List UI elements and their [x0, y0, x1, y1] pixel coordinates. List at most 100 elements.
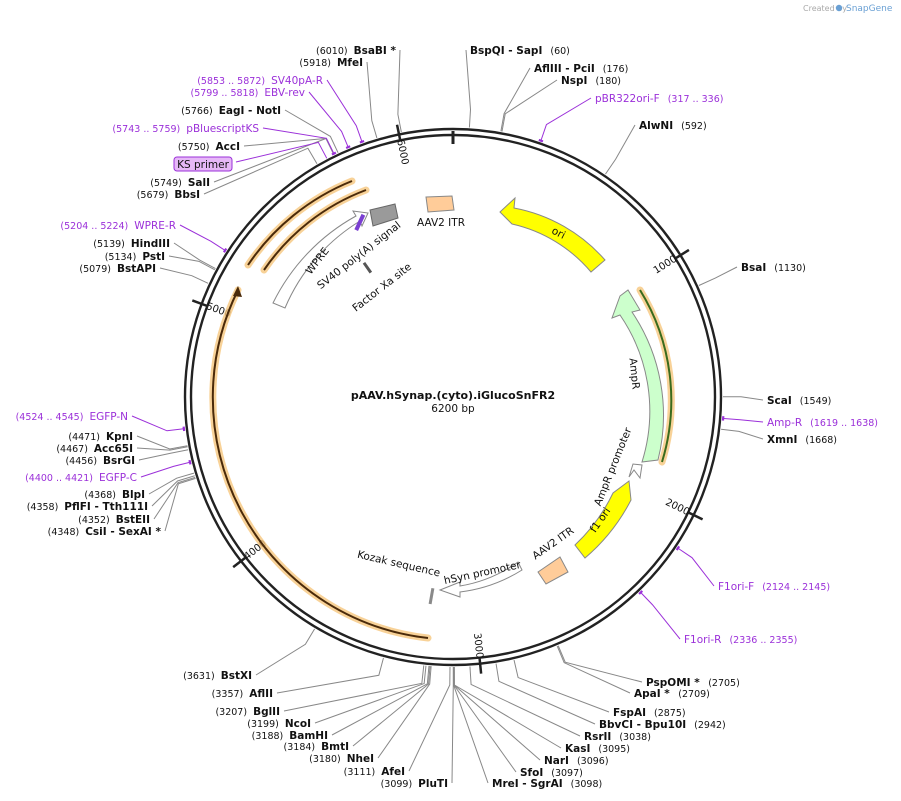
primer-name: SV40pA-R [271, 75, 323, 87]
enzyme-site-fspai[interactable]: FspAI(2875) [613, 707, 686, 719]
enzyme-site-acc65i[interactable]: Acc65I(4467) [56, 443, 133, 455]
upper-orf-inner[interactable] [263, 189, 367, 271]
enzyme-name: BspQI [470, 45, 505, 57]
enzyme-site-nhei[interactable]: NheI(3180) [309, 753, 374, 765]
hsyn-promoter-feature[interactable] [438, 561, 523, 598]
enzyme-site-blpi[interactable]: BlpI(4368) [84, 489, 145, 501]
enzyme-site-kpni[interactable]: KpnI(4471) [68, 431, 133, 443]
ori-label: ori [550, 225, 568, 242]
ks-primer-box[interactable]: KS primer [173, 156, 233, 172]
aav2-itr-bottom-feature[interactable] [537, 556, 569, 585]
ampr-orf-arrow [639, 289, 673, 463]
primer-site-mark[interactable] [331, 151, 337, 156]
aav2-itr-top-feature[interactable] [425, 195, 455, 213]
enzyme-site-tth111i[interactable]: PflFI - Tth111I(4358) [27, 501, 148, 513]
leader-line [352, 665, 431, 747]
leader-line [722, 396, 764, 401]
enzyme-name: BglII [253, 706, 280, 718]
primer-site-mark[interactable] [222, 247, 228, 253]
wpre-feature[interactable] [272, 210, 369, 309]
orf-arc[interactable] [211, 289, 429, 639]
enzyme-site-sfoi[interactable]: SfoI(3097) [520, 767, 583, 779]
enzyme-name: BamHI [289, 730, 328, 742]
primer-name: F1ori-R [684, 634, 721, 646]
enzyme-site-rsrii[interactable]: RsrII(3038) [584, 731, 651, 743]
enzyme-site-sexai[interactable]: CsiI - SexAI *(4348) [48, 526, 162, 538]
primer-site-mark[interactable] [188, 459, 192, 465]
enzyme-site-sali[interactable]: SalI(5749) [150, 177, 210, 189]
enzyme-site-pluti[interactable]: PluTI(3099) [381, 778, 448, 790]
enzyme-site-bsrgi[interactable]: BsrGI(4456) [65, 455, 135, 467]
leader-line [131, 415, 185, 432]
primer-ebv-rev[interactable]: EBV-rev(5799 .. 5818) [191, 87, 306, 99]
enzyme-site-bspqi[interactable]: BspQI - SapI(60) [470, 45, 570, 57]
primer-f1ori-f[interactable]: F1ori-F(2124 .. 2145) [718, 581, 830, 593]
primer-site-mark[interactable] [345, 145, 351, 149]
enzyme-site-afei[interactable]: AfeI(3111) [344, 766, 405, 778]
leader-line [284, 109, 339, 153]
enzyme-site-bsabi[interactable]: BsaBI *(6010) [316, 45, 396, 57]
enzyme-site-bbvci[interactable]: BbvCI - Bpu10I(2942) [599, 719, 726, 731]
leader-line [397, 49, 402, 133]
enzyme-site-mrei[interactable]: MreI - SgrAI(3098) [492, 778, 602, 790]
enzyme-position: (5679) [137, 190, 169, 201]
enzyme-site-ncoi[interactable]: NcoI(3199) [247, 718, 311, 730]
enzyme-site-afliii[interactable]: AflIII - PciI(176) [534, 63, 628, 75]
enzyme-site-bsteii[interactable]: BstEII(4352) [78, 514, 150, 526]
enzyme-label: MreI - SgrAI [492, 778, 563, 790]
enzyme-site-bbsi[interactable]: BbsI(5679) [137, 189, 200, 201]
primer-pbr322ori-f[interactable]: pBR322ori-F(317 .. 336) [595, 93, 723, 105]
enzyme-position: (5749) [150, 178, 182, 189]
leader-line [495, 663, 596, 725]
upper-orf-outer[interactable] [247, 180, 353, 266]
enzyme-site-scai[interactable]: ScaI(1549) [767, 395, 831, 407]
enzyme-site-pspomi[interactable]: PspOMI *(2705) [646, 677, 740, 689]
f1-ori-feature[interactable] [574, 480, 632, 559]
enzyme-site-bmti[interactable]: BmtI(3184) [284, 741, 349, 753]
enzyme-position: (5134) [105, 252, 137, 263]
enzyme-name: BsrGI [103, 455, 135, 467]
enzyme-position: (4352) [78, 515, 110, 526]
primer-egfp-n[interactable]: EGFP-N(4524 .. 4545) [16, 411, 128, 423]
leader-line [513, 659, 610, 713]
enzyme-name: PstI [142, 251, 165, 263]
enzyme-site-psti[interactable]: PstI (5134) [105, 251, 165, 263]
primer-name: EGFP-N [89, 411, 128, 423]
enzyme-site-aflii[interactable]: AflII(3357) [212, 688, 273, 700]
enzyme-label: KasI [565, 743, 590, 755]
enzyme-site-alwni[interactable]: AlwNI(592) [639, 120, 707, 132]
primer-f1ori-r[interactable]: F1ori-R(2336 .. 2355) [684, 634, 797, 646]
enzyme-position: (3097) [551, 768, 583, 779]
primer-site-mark[interactable] [182, 426, 186, 432]
sv40-polya-feature[interactable] [369, 203, 399, 227]
enzyme-site-mfei[interactable]: MfeI(5918) [299, 57, 363, 69]
primer-pbluescriptks[interactable]: pBluescriptKS(5743 .. 5759) [112, 123, 259, 135]
primer-site-mark[interactable] [538, 138, 544, 143]
enzyme-site-bsai[interactable]: BsaI(1130) [741, 262, 806, 274]
enzyme-site-acci[interactable]: AccI(5750) [178, 141, 240, 153]
primer-site-mark[interactable] [359, 139, 365, 144]
factor-xa-feature[interactable] [362, 261, 373, 274]
enzyme-site-noti[interactable]: EagI - NotI(5766) [181, 105, 281, 117]
ampr-promoter-feature[interactable] [628, 463, 643, 480]
ori-feature[interactable] [499, 196, 606, 273]
enzyme-site-apai[interactable]: ApaI *(2709) [634, 688, 710, 700]
primer-site-mark[interactable] [675, 545, 681, 551]
enzyme-site-bstapi[interactable]: BstAPI(5079) [79, 263, 156, 275]
enzyme-site-nari[interactable]: NarI(3096) [544, 755, 609, 767]
kozak-sequence-feature[interactable] [428, 587, 435, 605]
primer-amp-r[interactable]: Amp-R(1619 .. 1638) [767, 417, 878, 429]
ampr-feature[interactable] [611, 289, 664, 463]
enzyme-site-xmni[interactable]: XmnI(1668) [767, 434, 837, 446]
primer-site-mark[interactable] [638, 590, 644, 595]
enzyme-position: (3099) [381, 779, 413, 790]
enzyme-site-bamhi[interactable]: BamHI(3188) [252, 730, 328, 742]
enzyme-site-nspi[interactable]: NspI(180) [561, 75, 621, 87]
enzyme-site-hindiii[interactable]: HindIII(5139) [93, 238, 170, 250]
enzyme-site-bglii[interactable]: BglII(3207) [215, 706, 280, 718]
primer-wpre-r[interactable]: WPRE-R(5204 .. 5224) [60, 220, 176, 232]
enzyme-site-bstxi[interactable]: BstXI(3631) [183, 670, 252, 682]
enzyme-site-kasi[interactable]: KasI(3095) [565, 743, 630, 755]
primer-sv40pa-r[interactable]: SV40pA-R(5853 .. 5872) [197, 75, 323, 87]
primer-egfp-c[interactable]: EGFP-C(4400 .. 4421) [25, 472, 137, 484]
